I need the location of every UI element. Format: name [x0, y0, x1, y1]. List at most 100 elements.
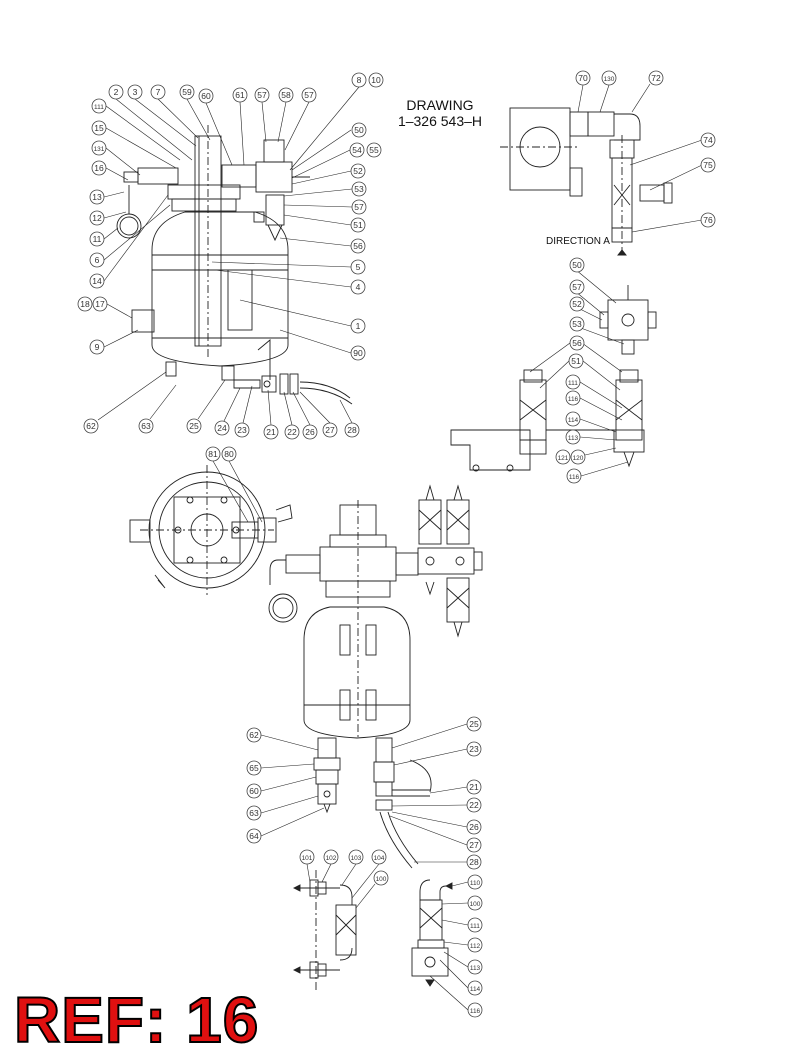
part-balloon-circle [349, 142, 365, 158]
part-balloon-circle [569, 257, 585, 273]
part-balloon: 113 [565, 429, 581, 445]
part-balloon: 58 [278, 87, 294, 103]
part-balloon: 60 [198, 88, 214, 104]
part-balloon-circle [466, 716, 482, 732]
part-balloon: 23 [234, 422, 250, 438]
part-balloon: 25 [186, 418, 202, 434]
part-balloon-number: 59 [182, 87, 192, 97]
part-balloon-number: 2 [114, 87, 119, 97]
part-balloon: 111 [565, 374, 581, 390]
part-balloon-circle [350, 259, 366, 275]
part-balloon: 1 [350, 318, 366, 334]
part-balloon-number: 58 [281, 90, 291, 100]
tank-front-view [260, 484, 483, 869]
part-balloon-circle [92, 296, 108, 312]
part-balloon: 116 [467, 1002, 483, 1018]
part-balloon-circle [89, 339, 105, 355]
part-balloon-number: 116 [470, 1008, 481, 1015]
part-balloon: 22 [466, 797, 482, 813]
part-balloon: 11 [89, 231, 105, 247]
part-balloon-number: 54 [352, 145, 362, 155]
part-balloon-circle [368, 72, 384, 88]
bottom-detail-left [292, 863, 380, 990]
part-balloon-number: 57 [572, 282, 582, 292]
part-balloon-number: 16 [94, 163, 104, 173]
part-balloon-circle [91, 140, 107, 156]
part-balloon: 62 [246, 727, 262, 743]
part-balloon-number: 50 [572, 260, 582, 270]
part-balloon-circle [91, 160, 107, 176]
part-balloon: 4 [350, 279, 366, 295]
part-balloon: 26 [302, 424, 318, 440]
ref-label: REF: 16 [13, 984, 260, 1056]
part-balloon-number: 25 [189, 421, 199, 431]
part-balloon-number: 112 [470, 943, 481, 950]
part-balloon-circle [89, 273, 105, 289]
part-balloon: 6 [89, 252, 105, 268]
direction-a-label: DIRECTION A [546, 236, 610, 247]
part-balloon-number: 65 [249, 763, 259, 773]
part-balloon-circle [179, 84, 195, 100]
part-balloon-number: 103 [351, 855, 362, 862]
part-balloon-number: 57 [304, 90, 314, 100]
part-balloon-circle [214, 420, 230, 436]
part-balloon-number: 121 [558, 455, 569, 462]
part-balloon: 7 [150, 84, 166, 100]
part-balloon-circle [91, 120, 107, 136]
part-balloon-circle [198, 88, 214, 104]
part-balloon-circle [467, 895, 483, 911]
part-balloon-circle [466, 854, 482, 870]
part-balloon: 90 [350, 345, 366, 361]
part-balloon-number: 52 [572, 299, 582, 309]
part-balloon-number: 56 [353, 241, 363, 251]
part-balloon: 63 [246, 805, 262, 821]
part-balloon-number: 90 [353, 348, 363, 358]
part-balloon-circle [467, 1002, 483, 1018]
part-balloon: 64 [246, 828, 262, 844]
direction-a-detail [500, 83, 703, 256]
part-balloon-number: 6 [95, 255, 100, 265]
part-balloon-number: 100 [376, 876, 387, 883]
part-balloon: 28 [466, 854, 482, 870]
part-balloon-number: 27 [469, 840, 479, 850]
part-balloon-number: 28 [469, 857, 479, 867]
part-balloon: 51 [350, 217, 366, 233]
part-balloon: 110 [467, 874, 483, 890]
part-balloon: 111 [467, 917, 483, 933]
part-balloon: 116 [566, 468, 582, 484]
part-balloon-circle [570, 449, 586, 465]
part-balloon-circle [467, 937, 483, 953]
part-balloon: 23 [466, 741, 482, 757]
part-balloon: 9 [89, 339, 105, 355]
part-balloon-circle [351, 199, 367, 215]
part-balloon-circle [263, 424, 279, 440]
part-balloon-number: 70 [578, 73, 588, 83]
part-balloon: 57 [569, 279, 585, 295]
part-balloon: 8 [351, 72, 367, 88]
part-balloon-number: 120 [573, 455, 584, 462]
part-balloon-number: 60 [201, 91, 211, 101]
part-balloon-number: 114 [470, 986, 481, 993]
part-balloon-circle [569, 316, 585, 332]
part-balloon-circle [246, 805, 262, 821]
part-balloon-number: 63 [249, 808, 259, 818]
part-balloon-circle [555, 449, 571, 465]
part-balloon: 114 [565, 411, 581, 427]
part-balloon-circle [302, 424, 318, 440]
part-balloon-circle [246, 828, 262, 844]
part-balloon-number: 10 [371, 75, 381, 85]
part-balloon: 53 [569, 316, 585, 332]
part-balloon-circle [246, 783, 262, 799]
part-balloon: 12 [89, 210, 105, 226]
part-balloon-circle [565, 411, 581, 427]
part-balloon-circle [138, 418, 154, 434]
part-balloon-circle [246, 727, 262, 743]
part-balloon-circle [186, 418, 202, 434]
part-balloon-circle [565, 429, 581, 445]
part-balloon-number: 50 [354, 125, 364, 135]
part-balloon-number: 24 [217, 423, 227, 433]
tank-top-view [129, 460, 293, 595]
part-balloon-circle [466, 741, 482, 757]
part-balloon-number: 23 [469, 744, 479, 754]
part-balloon: 24 [214, 420, 230, 436]
